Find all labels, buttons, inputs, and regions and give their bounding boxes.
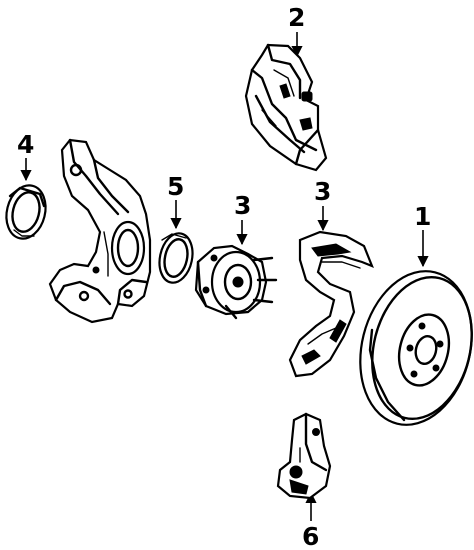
callout-5-left: 4 — [17, 130, 34, 182]
rotor-illustration — [359, 270, 473, 426]
callout-label-seal-center: 5 — [167, 172, 184, 201]
callout-3: 3 — [314, 177, 331, 232]
hub-illustration — [194, 244, 278, 320]
callout-4: 3 — [234, 191, 251, 246]
bracket-illustration — [276, 412, 332, 500]
callout-1: 1 — [414, 202, 431, 268]
callout-label-bracket: 6 — [302, 522, 319, 550]
splash-shield-illustration — [288, 230, 374, 378]
callout-label-hub: 3 — [234, 191, 251, 220]
callout-2: 2 — [288, 3, 305, 58]
steering-knuckle-illustration — [48, 138, 152, 324]
callout-5-center: 5 — [167, 172, 184, 230]
caliper-illustration — [244, 43, 328, 172]
callout-6: 6 — [302, 491, 319, 550]
callout-label-splash-shield: 3 — [314, 177, 331, 206]
seal-center-illustration — [158, 232, 194, 284]
callout-label-caliper: 2 — [288, 3, 305, 32]
callout-label-rotor: 1 — [414, 202, 431, 231]
seal-left-illustration — [5, 184, 47, 240]
callout-label-seal-left: 4 — [17, 130, 34, 159]
